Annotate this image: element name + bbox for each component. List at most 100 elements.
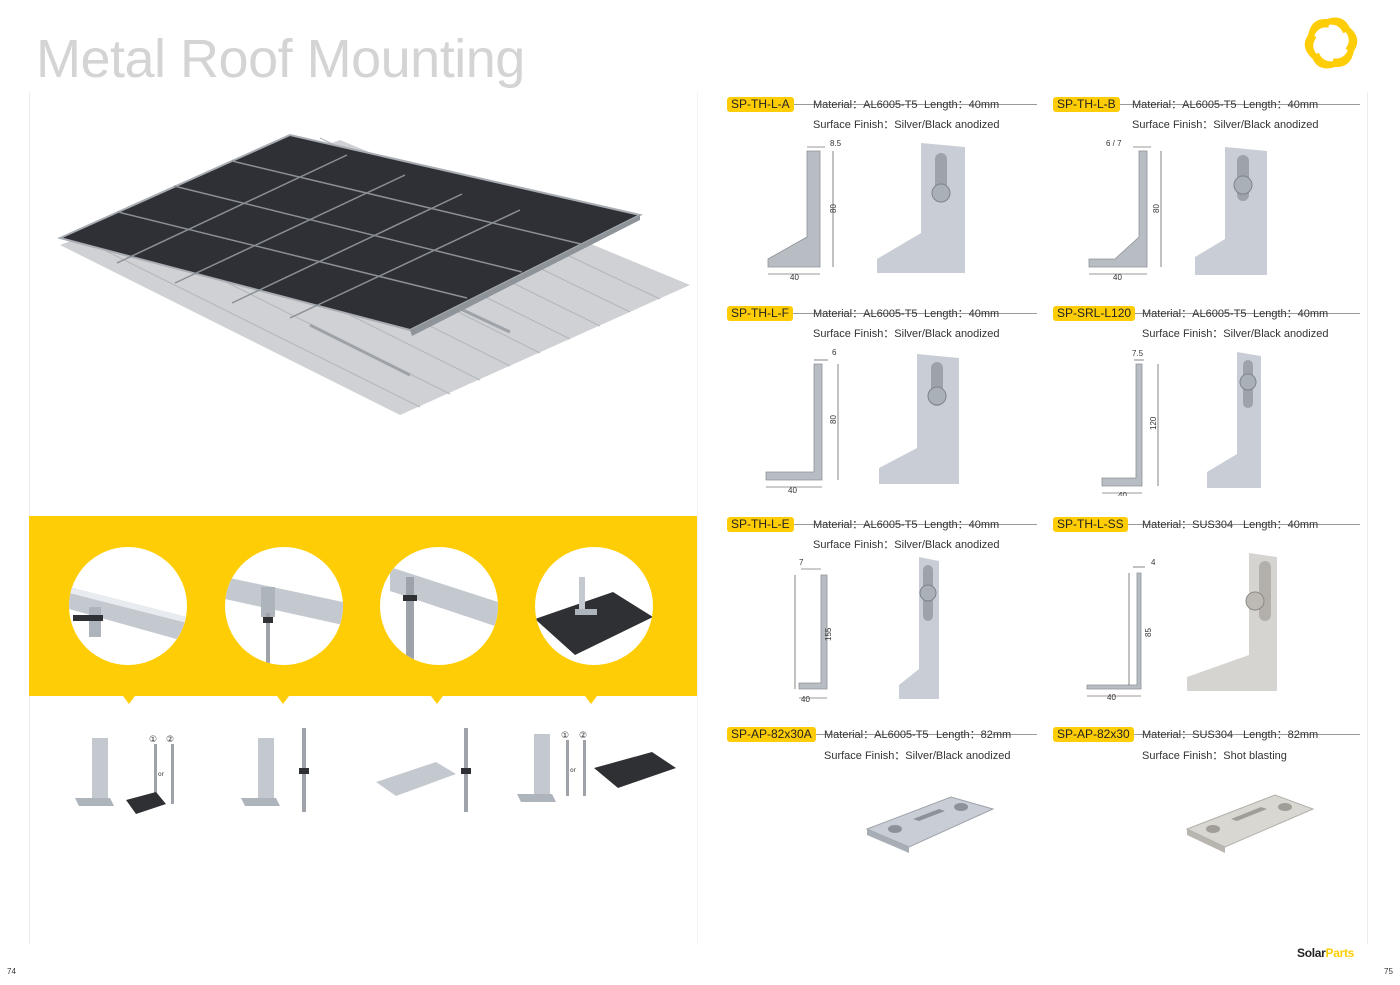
dim-base: 40 — [1118, 491, 1127, 496]
product-material: Material：SUS304 — [1142, 519, 1234, 531]
product-length: Length：82mm — [936, 729, 1012, 741]
kit-4-marker-2: ② — [579, 731, 587, 741]
product-photo — [899, 557, 939, 699]
dim-base: 40 — [1113, 273, 1122, 282]
product-material: Material：AL6005-T5 — [1142, 308, 1247, 320]
product-photo — [1207, 352, 1261, 488]
kit-1: ① ② or — [70, 722, 200, 822]
product-sp-th-l-a: SP-TH-L-A Material：AL6005-T5 Length：40mm… — [727, 97, 1037, 287]
product-sp-th-l-f: SP-TH-L-F Material：AL6005-T5 Length：40mm… — [727, 306, 1037, 501]
product-finish: Surface Finish：Silver/Black anodized — [813, 328, 1000, 340]
dim-height: 80 — [829, 204, 838, 213]
dim-height: 80 — [829, 415, 838, 424]
step-pointer-1 — [123, 696, 135, 704]
dim-top: 7.5 — [1132, 349, 1144, 358]
product-sp-th-l-ss: SP-TH-L-SS Material：SUS304 Length：40mm 4… — [1053, 517, 1360, 709]
kit-1-marker-1: ① — [149, 735, 157, 745]
dimension-drawing: 7.5 120 40 — [1101, 349, 1159, 496]
dimension-drawing: 4 85 40 — [1086, 558, 1156, 702]
product-finish: Surface Finish：Silver/Black anodized — [813, 539, 1000, 551]
dim-height: 120 — [1149, 416, 1158, 430]
product-length: Length：40mm — [1253, 308, 1329, 320]
dim-top: 4 — [1151, 558, 1156, 567]
product-material: Material：AL6005-T5 — [824, 729, 929, 741]
page-number-right: 75 — [1384, 967, 1393, 976]
page-title: Metal Roof Mounting — [36, 29, 525, 89]
page-number-left: 74 — [7, 967, 16, 976]
product-photo — [879, 354, 959, 484]
dim-top: 6 — [832, 348, 837, 357]
step-circle-2 — [225, 547, 343, 665]
product-material: Material：AL6005-T5 — [1132, 99, 1237, 111]
dim-base: 40 — [788, 486, 797, 495]
step-circle-4 — [535, 547, 653, 665]
product-material: Material：AL6005-T5 — [813, 519, 918, 531]
solar-array-on-metal-roof-illustration — [57, 133, 690, 415]
product-photo — [877, 143, 965, 273]
dim-top: 6 / 7 — [1106, 139, 1122, 148]
product-code: SP-TH-L-A — [727, 97, 794, 112]
kit-4: ① ② or — [512, 722, 676, 822]
dim-base: 40 — [790, 273, 799, 282]
kit-4-marker-1: ① — [561, 731, 569, 741]
product-code: SP-SRL-L120 — [1053, 306, 1136, 321]
product-finish: Surface Finish：Shot blasting — [1142, 750, 1287, 762]
step-pointer-3 — [431, 696, 443, 704]
product-photo — [1185, 794, 1315, 853]
product-length: Length：40mm — [1243, 519, 1319, 531]
product-length: Length：82mm — [1243, 729, 1319, 741]
kit-1-or-label: or — [158, 771, 165, 778]
brand-main: Solar — [1297, 946, 1326, 960]
product-code: SP-TH-L-SS — [1053, 517, 1128, 532]
kit-2 — [236, 722, 366, 822]
product-length: Length：40mm — [924, 99, 1000, 111]
product-photo — [865, 796, 995, 853]
frame-line-center — [697, 92, 698, 944]
dimension-drawing: 8.5 80 40 — [767, 139, 842, 282]
dim-height: 80 — [1152, 204, 1161, 213]
solarparts-logo-icon — [1304, 17, 1358, 69]
product-sp-srl-l120: SP-SRL-L120 Material：AL6005-T5 Length：40… — [1053, 306, 1360, 501]
dim-top: 7 — [799, 558, 804, 567]
frame-line-right — [1367, 92, 1368, 944]
product-photo — [1187, 553, 1277, 691]
dimension-drawing: 6 / 7 80 40 — [1088, 139, 1162, 282]
product-finish: Surface Finish：Silver/Black anodized — [824, 750, 1011, 762]
product-code: SP-AP-82x30A — [727, 727, 816, 742]
step-circle-1 — [69, 547, 187, 665]
brand-accent: Parts — [1325, 946, 1355, 960]
dim-top: 8.5 — [830, 139, 842, 148]
dim-height: 155 — [824, 627, 833, 641]
dim-height: 85 — [1144, 628, 1153, 637]
product-finish: Surface Finish：Silver/Black anodized — [1142, 328, 1329, 340]
dimension-drawing: 7 155 40 — [794, 558, 833, 704]
product-code: SP-TH-L-B — [1053, 97, 1120, 112]
step-circle-3 — [380, 547, 498, 665]
dim-base: 40 — [1107, 693, 1116, 702]
dim-base: 40 — [801, 695, 810, 704]
product-code: SP-AP-82x30 — [1053, 727, 1134, 742]
product-length: Length：40mm — [924, 519, 1000, 531]
product-material: Material：AL6005-T5 — [813, 99, 918, 111]
product-length: Length：40mm — [1243, 99, 1319, 111]
product-material: Material：SUS304 — [1142, 729, 1234, 741]
dimension-drawing: 6 80 40 — [765, 348, 839, 495]
product-code: SP-TH-L-E — [727, 517, 794, 532]
product-sp-ap-82x30: SP-AP-82x30 Material：SUS304 Length：82mm … — [1053, 727, 1360, 867]
installation-steps-band — [29, 516, 697, 696]
kit-4-or-label: or — [570, 767, 577, 774]
kit-1-marker-2: ② — [166, 735, 174, 745]
product-code: SP-TH-L-F — [727, 306, 793, 321]
step-pointer-4 — [585, 696, 597, 704]
product-material: Material：AL6005-T5 — [813, 308, 918, 320]
product-length: Length：40mm — [924, 308, 1000, 320]
product-finish: Surface Finish：Silver/Black anodized — [813, 119, 1000, 131]
product-sp-ap-82x30a: SP-AP-82x30A Material：AL6005-T5 Length：8… — [727, 727, 1037, 867]
product-sp-th-l-e: SP-TH-L-E Material：AL6005-T5 Length：40mm… — [727, 517, 1037, 709]
product-finish: Surface Finish：Silver/Black anodized — [1132, 119, 1319, 131]
product-sp-th-l-b: SP-TH-L-B Material：AL6005-T5 Length：40mm… — [1053, 97, 1360, 287]
product-photo — [1195, 147, 1267, 275]
kit-3 — [374, 722, 504, 822]
brand-wordmark: SolarParts — [1297, 946, 1354, 960]
step-pointer-2 — [277, 696, 289, 704]
